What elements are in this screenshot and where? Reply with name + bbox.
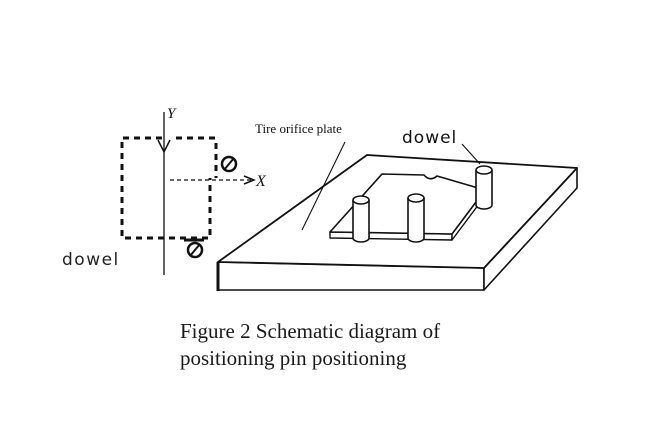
x-axis-arrow [243,175,257,185]
dowel-left-label: dowel [62,250,120,270]
isometric-plate [216,141,578,291]
plate-leader-line [301,141,346,231]
dowel-right-label: dowel [402,128,457,148]
axis-x-label: X [255,173,267,190]
caption-line-1: Figure 2 Schematic diagram of [180,319,441,343]
dowel-pin-cylinder-middle [407,193,425,243]
dowel-pin-cylinder-left [352,195,370,243]
plate-label: Tire orifice plate [255,121,342,136]
figure-caption: Figure 2 Schematic diagram of positionin… [180,318,440,372]
caption-line-2: positioning pin positioning [180,346,407,370]
dowel-pin-cylinder-back [475,165,493,210]
dashed-outline [120,136,215,240]
top-view-schematic [120,112,257,275]
dowel-pin-bottom [184,238,204,259]
y-axis-arrow [157,139,171,154]
axis-y-label: Y [167,106,177,122]
dowel-leader-line [461,143,481,165]
dowel-pin-right [220,155,238,173]
